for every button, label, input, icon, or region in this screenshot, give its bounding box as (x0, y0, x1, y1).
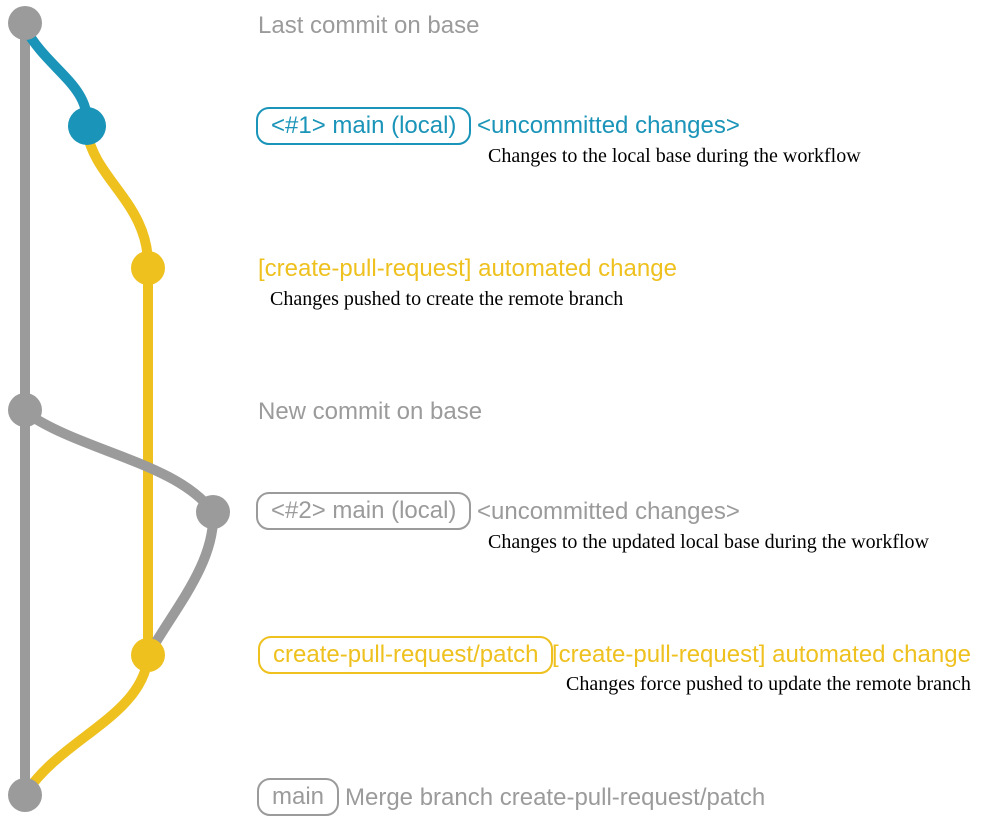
edge-main2-to-patch (144, 507, 219, 659)
automated-change-1-label: [create-pull-request] automated change (258, 255, 677, 282)
automated-change-2-caption: Changes force pushed to update the remot… (566, 673, 971, 695)
main-local-1-badge: <#1> main (local) (256, 107, 472, 145)
automated-change-1-caption: Changes pushed to create the remote bran… (270, 288, 624, 310)
commit-node-main-local-2 (196, 495, 230, 529)
uncommitted-changes-1-label: <uncommitted changes> (477, 112, 740, 139)
uncommitted-changes-1-caption: Changes to the local base during the wor… (488, 145, 861, 167)
merge-commit-label: Merge branch create-pull-request/patch (345, 784, 766, 811)
patch-branch-badge: create-pull-request/patch (258, 636, 554, 674)
uncommitted-changes-2-caption: Changes to the updated local base during… (488, 531, 929, 553)
commit-node-new-commit-on-base (8, 393, 42, 427)
automated-change-2-label: [create-pull-request] automated change (552, 641, 971, 668)
commit-graph (8, 6, 230, 812)
commit-node-merge-commit (8, 778, 42, 812)
commit-node-automated-change-1 (131, 251, 165, 285)
main-local-2-badge: <#2> main (local) (256, 492, 472, 530)
edge-main1-to-patch (82, 127, 154, 273)
last-commit-title: Last commit on base (258, 12, 480, 39)
edge-base-to-main2 (20, 407, 218, 517)
commit-node-automated-change-2 (131, 638, 165, 672)
commit-node-main-local-1 (68, 107, 106, 145)
edge-patch-to-merge (21, 652, 153, 798)
uncommitted-changes-2-label: <uncommitted changes> (477, 498, 740, 525)
commit-node-last-commit-on-base (8, 6, 42, 40)
main-badge: main (257, 778, 340, 816)
new-commit-title: New commit on base (258, 398, 483, 425)
